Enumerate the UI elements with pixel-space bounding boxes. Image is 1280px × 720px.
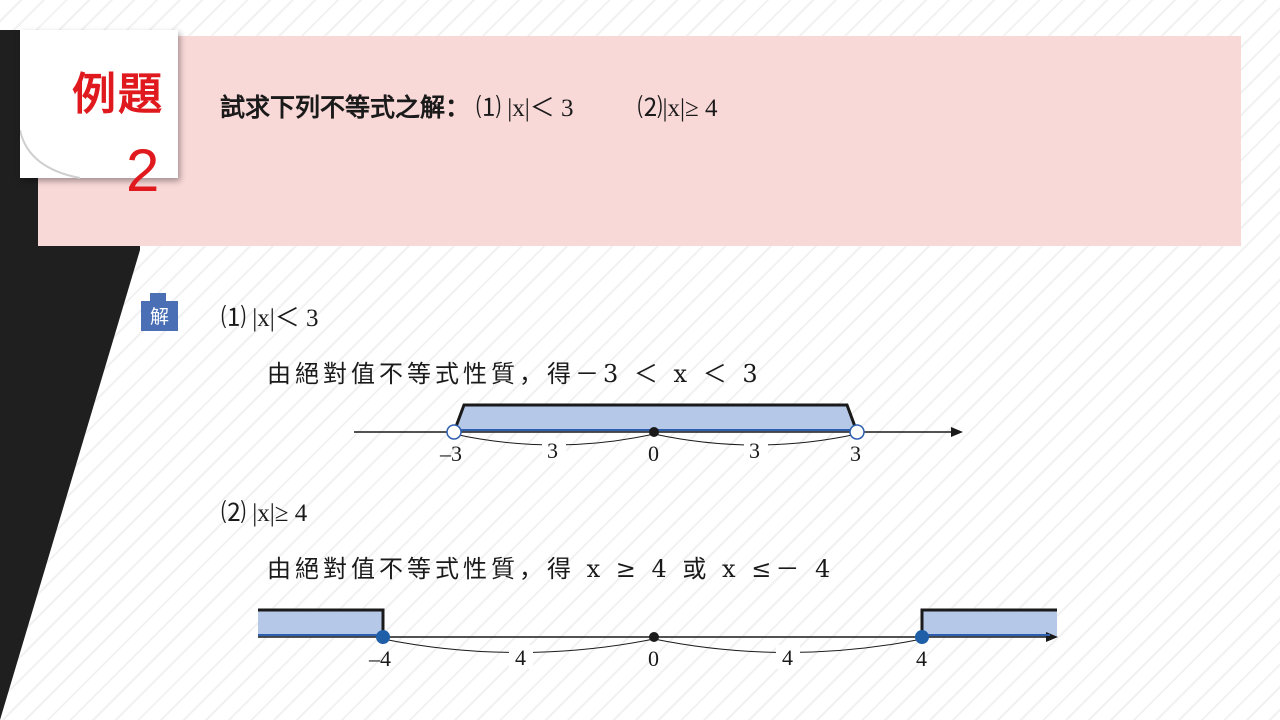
solution-region-left-part2 — [258, 610, 383, 637]
solution-region-right-part2 — [922, 610, 1057, 637]
tick-label: 0 — [648, 441, 659, 466]
page-curl-icon — [20, 130, 81, 179]
solution-badge: 解 — [141, 301, 178, 331]
solution-badge-tab — [150, 293, 166, 302]
part2-heading: ⑵ |x|≥ 4 — [221, 500, 308, 527]
question-part2: ⑵|x|≥ 4 — [637, 95, 718, 122]
distance-label: 3 — [547, 438, 558, 463]
origin-dot-part2 — [649, 632, 659, 642]
example-badge: 例題 2 — [20, 30, 178, 204]
badge-title: 例題 — [72, 69, 164, 120]
distance-label: 4 — [515, 645, 526, 670]
open-endpoint-left — [446, 424, 462, 440]
closed-endpoint-right — [915, 630, 929, 644]
closed-endpoint-left — [376, 630, 390, 644]
tick-label: 4 — [916, 646, 927, 671]
tick-label: –4 — [368, 646, 391, 671]
part1-heading: ⑴ |x|＜ 3 — [221, 305, 319, 332]
origin-dot-part1 — [649, 427, 659, 437]
distance-label: 4 — [782, 645, 793, 670]
solution-region-part1 — [454, 405, 857, 432]
tick-label: –3 — [439, 441, 462, 466]
question-prompt: 試求下列不等式之解： — [220, 93, 471, 122]
badge-number: 2 — [126, 137, 160, 204]
region-outline-right-part2 — [920, 608, 1057, 637]
tick-label: 0 — [648, 646, 659, 671]
question-banner — [38, 36, 1241, 246]
region-outline-part1 — [452, 403, 859, 433]
part1-statement: 由絕對值不等式性質，得－3 ＜ x ＜ 3 — [267, 360, 762, 388]
distance-label: 3 — [749, 438, 760, 463]
question-part1: ⑴ |x|＜ 3 — [476, 95, 574, 122]
region-outline-left-part2 — [258, 608, 385, 637]
axis-arrow-part1 — [951, 427, 963, 437]
open-endpoint-right — [849, 424, 865, 440]
question-text: 試求下列不等式之解：⑴ |x|＜ 3 ⑵|x|≥ 4 — [220, 88, 718, 124]
tick-label: 3 — [850, 441, 861, 466]
part2-statement: 由絕對值不等式性質，得 x ≥ 4 或 x ≤－ 4 — [267, 555, 835, 583]
